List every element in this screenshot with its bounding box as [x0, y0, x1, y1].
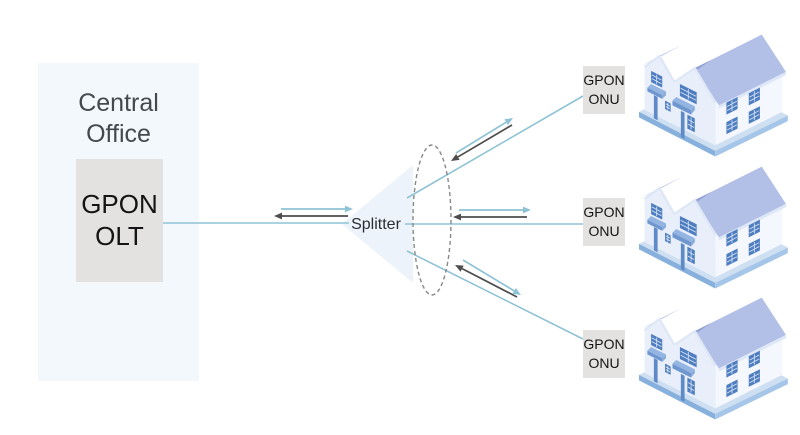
upstream-arrowhead — [451, 154, 460, 161]
splitter-cone — [342, 165, 413, 283]
downstream-arrowhead — [504, 118, 513, 126]
gpon-onu-box-2: GPON ONU — [583, 198, 625, 246]
downstream-arrow — [462, 259, 515, 292]
fiber-line — [406, 250, 584, 340]
house-icon-1 — [637, 33, 789, 158]
splitter-ellipse — [412, 144, 452, 296]
gpon-onu-box-1: GPON ONU — [583, 66, 625, 114]
upstream-arrowhead — [455, 265, 464, 272]
downstream-arrow — [455, 121, 507, 154]
traffic-arrows — [274, 118, 531, 298]
central-office-label: Central Office — [78, 89, 159, 148]
house-icon-2 — [637, 165, 789, 290]
downstream-arrowhead — [345, 205, 353, 213]
gpon-olt-box: GPON OLT — [76, 159, 163, 282]
fiber-line — [406, 95, 584, 199]
gpon-onu-box-3: GPON ONU — [583, 330, 625, 378]
upstream-arrow — [461, 267, 518, 298]
downstream-arrowhead — [512, 287, 521, 295]
house-icon-3 — [637, 296, 789, 421]
upstream-arrowhead — [274, 212, 282, 220]
downstream-arrowhead — [523, 206, 531, 214]
fiber-links — [163, 95, 584, 340]
splitter-label: Splitter — [351, 216, 401, 233]
upstream-arrowhead — [453, 213, 461, 221]
upstream-arrow — [457, 124, 513, 158]
